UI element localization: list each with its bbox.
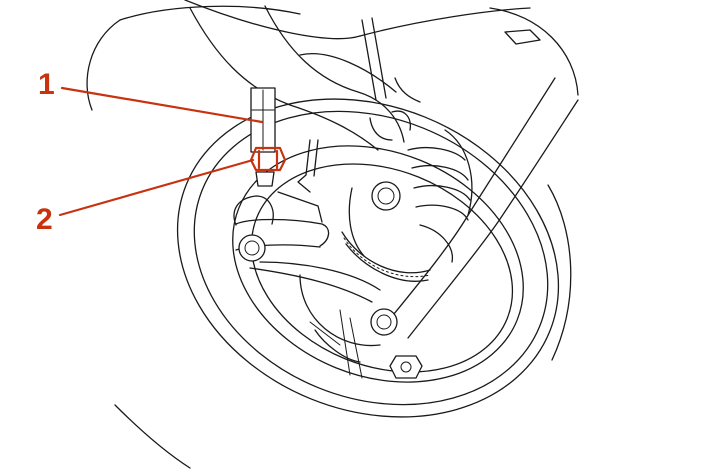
coil-spring	[348, 17, 473, 263]
callout-2-label: 2	[36, 203, 53, 236]
callout-1-label: 1	[38, 68, 55, 101]
vehicle-body	[184, 0, 579, 96]
tire-outline	[86, 5, 572, 469]
callout-1-leader	[60, 86, 264, 124]
wheel-rim	[176, 98, 560, 418]
lower-control-arm	[384, 77, 579, 339]
upper-control-arm	[189, 5, 405, 151]
strut-fork	[369, 110, 411, 141]
ball-joint	[255, 171, 275, 187]
tone-ring	[341, 231, 431, 282]
bolt-upper-arm	[371, 181, 401, 211]
stabilizer-link	[233, 191, 381, 303]
callout-2-leader	[58, 158, 255, 217]
bolt-lower-arm	[370, 308, 398, 336]
nut-lower-arm	[389, 355, 423, 379]
sensor-wire	[297, 139, 319, 193]
wheel-hub	[299, 274, 381, 379]
bolt-stabilizer	[238, 234, 266, 262]
